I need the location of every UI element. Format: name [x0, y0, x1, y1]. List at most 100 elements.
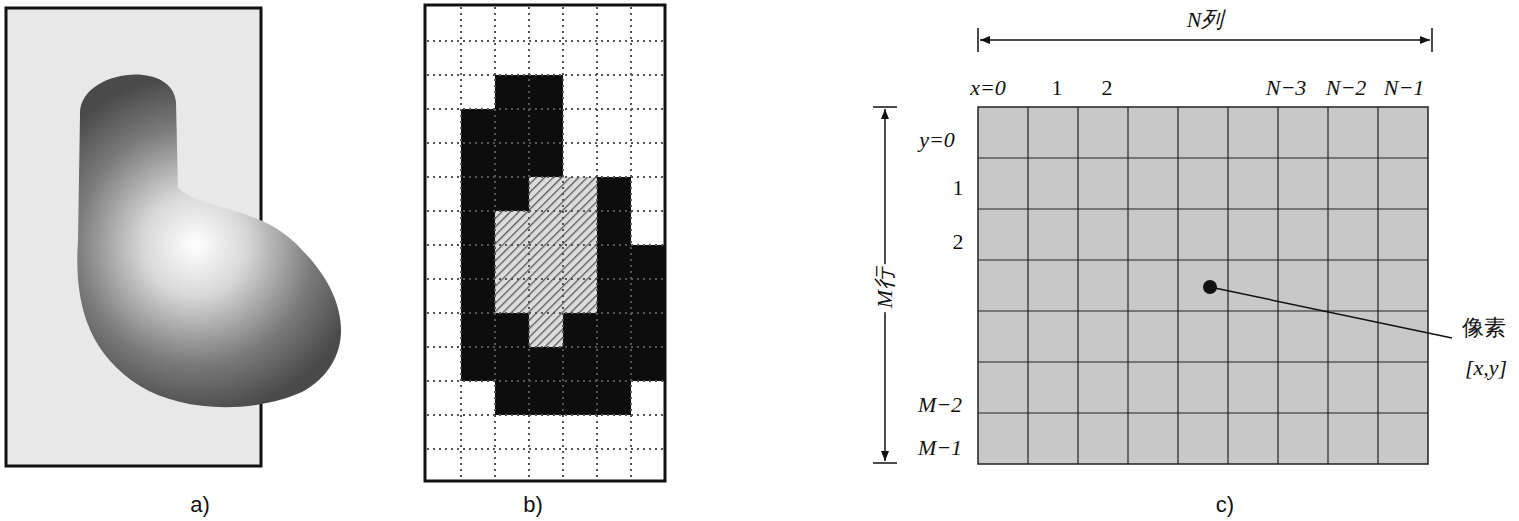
dimension-tick: [873, 462, 897, 464]
grid-line: [1127, 107, 1128, 464]
pixel-cell: [563, 245, 597, 279]
pixel-cell: [529, 75, 563, 109]
pixel-cell: [631, 313, 665, 347]
object-shape: [77, 74, 341, 407]
row-index: M−1: [918, 437, 962, 459]
grid-line: [978, 157, 1428, 158]
pixel-cell: [529, 211, 563, 245]
pixel-coordinate: [x,y]: [1465, 357, 1507, 379]
panel-frame: [425, 5, 665, 481]
leader-line: [1210, 287, 1452, 338]
pixel-cell: [563, 381, 597, 415]
grid-line: [427, 210, 663, 212]
pixel-cell: [495, 381, 529, 415]
pixel-cell: [563, 177, 597, 211]
grid-line: [978, 208, 1428, 209]
pixel-cell: [495, 109, 529, 143]
pixel-label: 像素: [1462, 317, 1506, 339]
grid-line: [427, 108, 663, 110]
grid-line: [427, 74, 663, 76]
column-index: N−2: [1326, 77, 1367, 99]
column-index: N−3: [1266, 77, 1307, 99]
pixel-cell: [529, 381, 563, 415]
pixel-cell: [461, 109, 495, 143]
pixel-cell: [495, 313, 529, 347]
row-index: y=0: [919, 129, 955, 151]
pixel-cell: [631, 347, 665, 381]
grid-line: [562, 7, 564, 479]
grid-line: [978, 259, 1428, 260]
pixel-cell: [529, 313, 563, 347]
grid-line: [630, 7, 632, 479]
pixel-array: [978, 107, 1428, 464]
pixel-cell: [597, 245, 631, 279]
pixel-cell: [529, 245, 563, 279]
pixel-cell: [495, 143, 529, 177]
grid-line: [427, 142, 663, 144]
grid-line: [427, 414, 663, 416]
grid-line: [1327, 107, 1328, 464]
pixel-cell: [563, 279, 597, 313]
grid-line: [427, 312, 663, 314]
grid-line: [978, 412, 1428, 413]
grid-line: [1377, 107, 1378, 464]
grid-line: [596, 7, 598, 479]
pixel-cell: [529, 177, 563, 211]
pixel-cell: [495, 177, 529, 211]
grid-line: [427, 380, 663, 382]
dimension-tick: [977, 28, 979, 52]
column-index: x=0: [970, 77, 1006, 99]
pixel-cell: [461, 211, 495, 245]
pixel-cell: [495, 245, 529, 279]
panel-label: b): [523, 494, 543, 516]
pixel-cell: [597, 211, 631, 245]
dimension-tick: [873, 106, 897, 108]
pixel-cell: [495, 211, 529, 245]
grid-line: [427, 448, 663, 450]
pixel-cell: [529, 109, 563, 143]
pixel-cell: [563, 347, 597, 381]
grid-line: [1027, 107, 1028, 464]
pixel-dot: [1203, 280, 1217, 294]
grid-line: [427, 40, 663, 42]
row-index: 2: [953, 231, 964, 253]
column-index: 1: [1052, 77, 1063, 99]
panel-label: a): [190, 494, 210, 516]
pixel-cell: [563, 313, 597, 347]
grid-line: [427, 346, 663, 348]
grid-line: [427, 176, 663, 178]
pixel-cell: [529, 279, 563, 313]
pixel-cell: [529, 347, 563, 381]
pixel-cell: [597, 381, 631, 415]
pixel-cell: [597, 313, 631, 347]
pixel-cell: [495, 75, 529, 109]
pixel-cell: [461, 143, 495, 177]
grid-line: [427, 244, 663, 246]
grid-line: [494, 7, 496, 479]
grid-line: [1077, 107, 1078, 464]
grid-line: [978, 361, 1428, 362]
dimension-label: N列: [1187, 9, 1224, 31]
pixel-cell: [597, 347, 631, 381]
row-index: 1: [953, 177, 964, 199]
column-index: N−1: [1384, 77, 1425, 99]
pixel-cell: [461, 245, 495, 279]
pixel-cell: [597, 279, 631, 313]
pixel-cell: [631, 279, 665, 313]
dimension-tick: [1431, 28, 1433, 52]
pixel-cell: [631, 245, 665, 279]
dimension-arrow: [980, 39, 1430, 41]
grid-line: [1277, 107, 1278, 464]
pixel-cell: [461, 279, 495, 313]
pixel-array-ground: [978, 107, 1428, 464]
pixel-cell: [495, 347, 529, 381]
pixel-grid: [427, 7, 665, 479]
grid-line: [528, 7, 530, 479]
grid-line: [1227, 107, 1228, 464]
pixel-cell: [495, 279, 529, 313]
grid-line: [427, 278, 663, 280]
panel-label: c): [1216, 494, 1234, 516]
grid-line: [978, 310, 1428, 311]
pixel-cell: [461, 347, 495, 381]
